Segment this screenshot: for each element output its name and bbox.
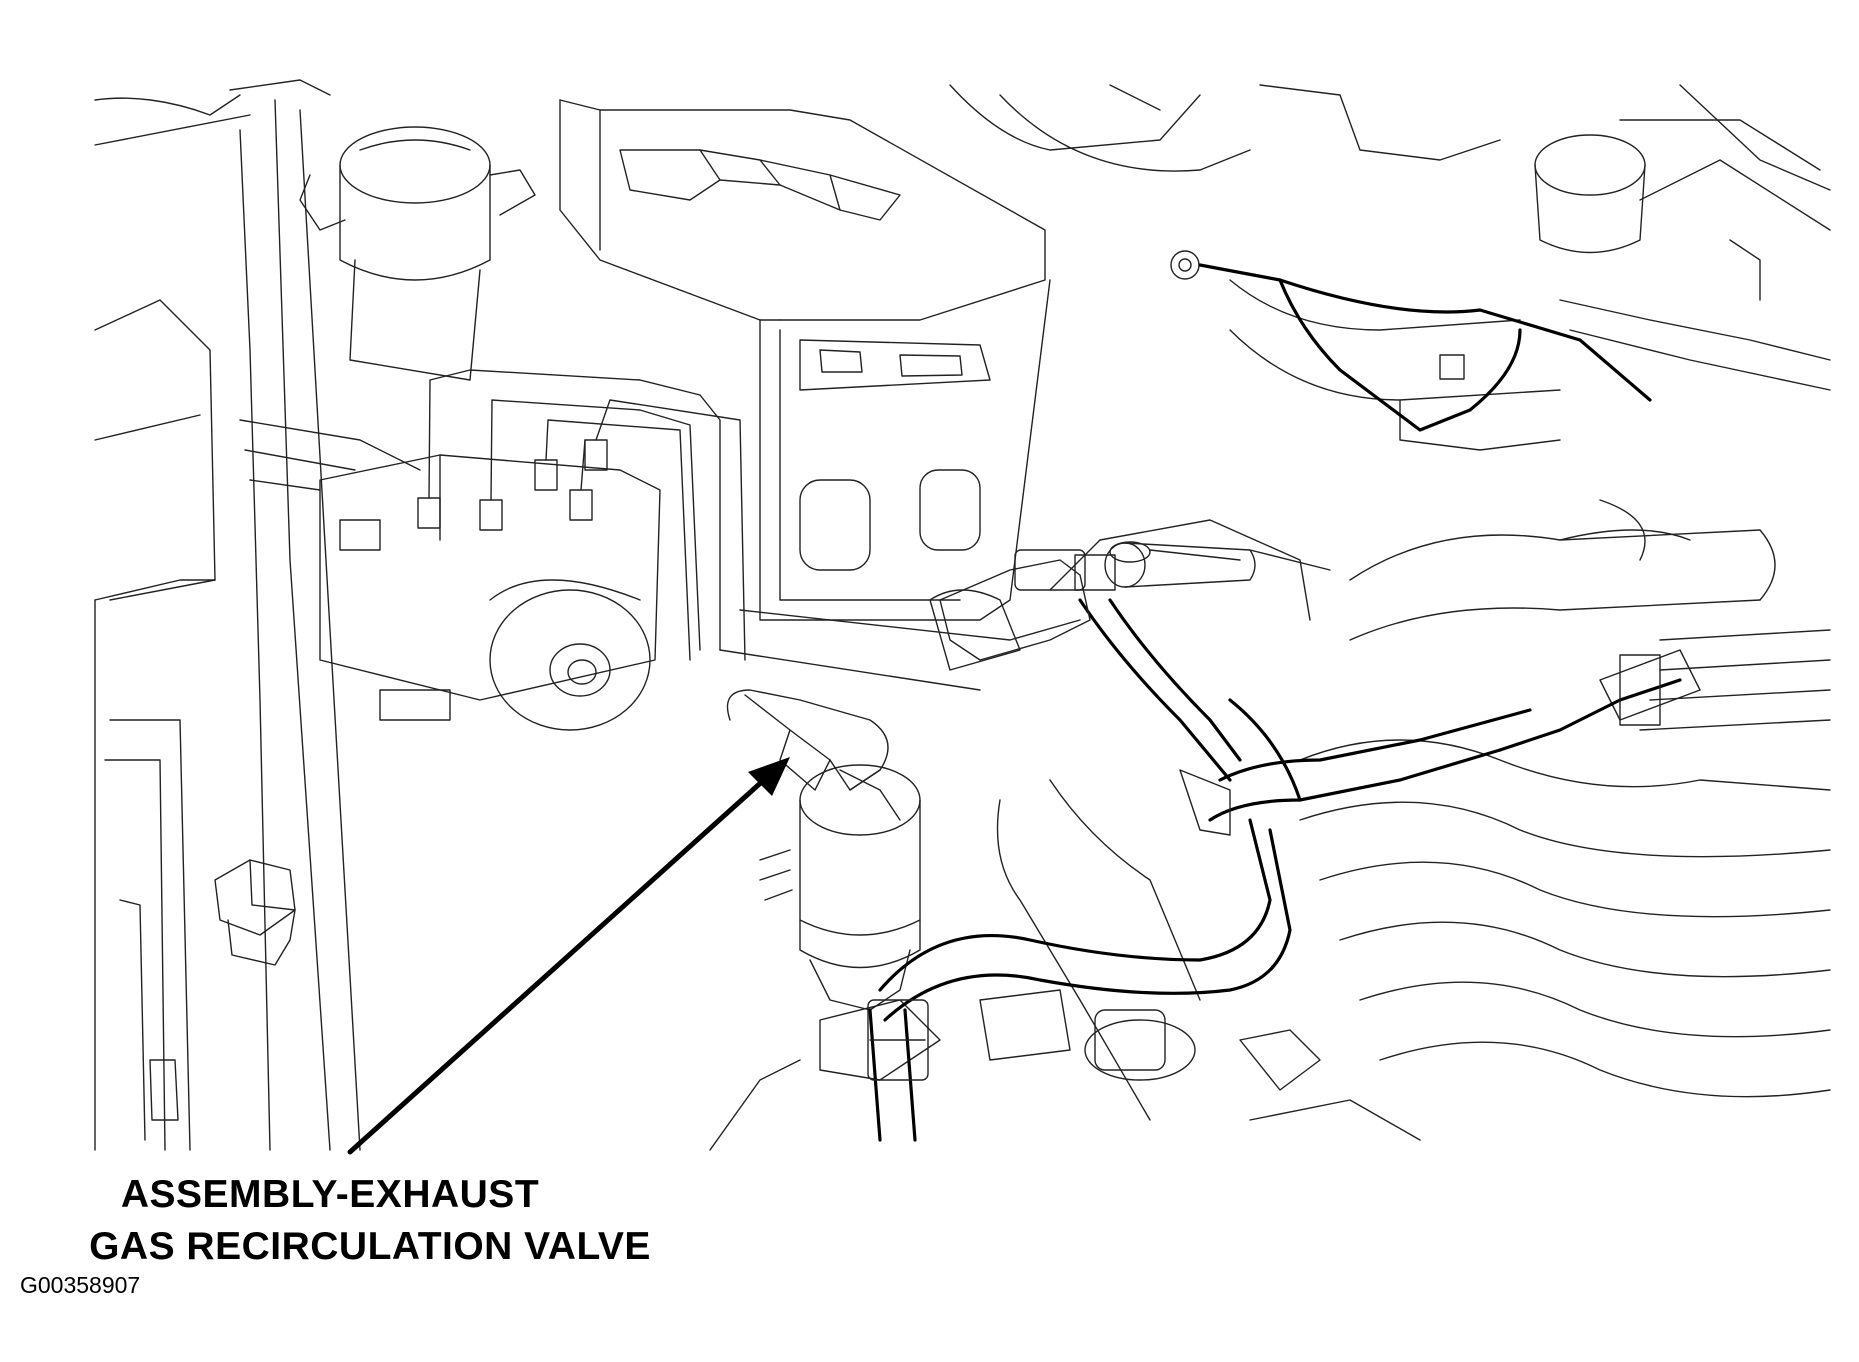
ground-strap [1170,250,1652,432]
egr-valve [726,689,921,1011]
intake-manifold [709,519,1831,1151]
coolant-hose [1349,499,1831,731]
callout-label-line2: GAS RECIRCULATION VALVE [89,1225,651,1268]
figure-id: G00358907 [20,1272,141,1298]
engine-top [949,84,1831,451]
brake-fluid-reservoir [299,126,536,381]
callout-label-line1: ASSEMBLY-EXHAUST [120,1173,540,1216]
sensor-connector [939,542,1331,661]
left-fender [94,79,361,1151]
callout-arrow [347,757,790,1155]
oil-filler-cap [214,859,296,966]
egr-connector-harness [867,598,1682,1142]
under-hood-fuse-box [559,99,1081,691]
abs-modulator [239,369,746,731]
